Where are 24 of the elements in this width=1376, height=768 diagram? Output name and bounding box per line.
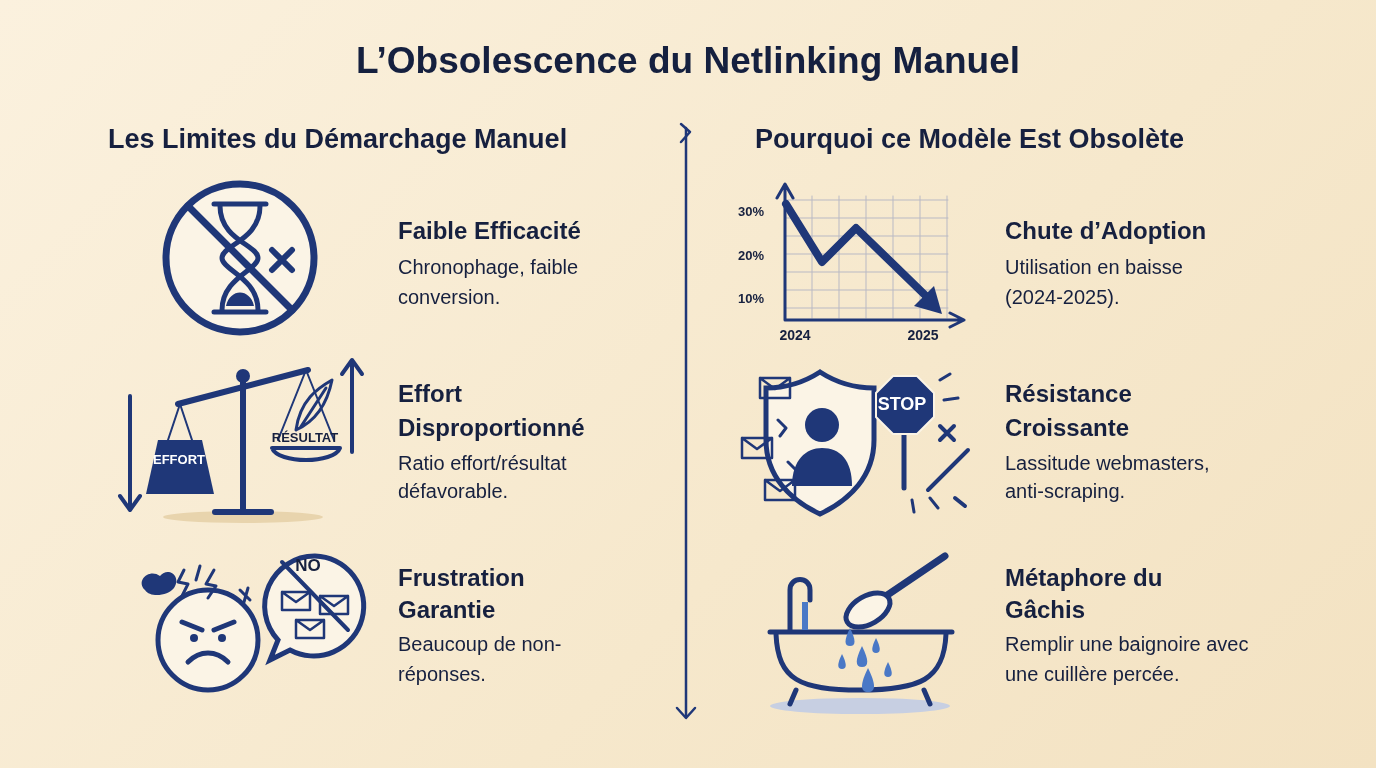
axis-tick-label: 10% [738,291,766,307]
item-description: Ratio effort/résultat défavorable. [398,451,568,504]
section-heading: Les Limites du Démarchage Manuel [108,123,569,156]
axis-tick-label: 30% [738,204,766,220]
bubble-label: NO [294,556,322,576]
item-title: Effort Disproportionné [398,379,586,443]
item-description: Remplir une baignoire avec une cuillère percée. [1005,632,1250,687]
sign-label: STOP [876,394,928,414]
item-title: Chute d’Adoption [1005,216,1208,246]
pan-label: RÉSULTAT [270,430,340,446]
item-description: Beaucoup de non-réponses. [398,632,563,687]
axis-tick-label: 2024 [778,327,812,343]
page-title: L’Obsolescence du Netlinking Manuel [354,40,1022,82]
axis-tick-label: 2025 [906,327,940,343]
item-title: Résistance Croissante [1005,379,1133,443]
item-description: Lassitude webmasters, anti-scraping. [1005,451,1211,504]
item-description: Chronophage, faible conversion. [398,255,580,310]
axis-tick-label: 20% [738,248,766,264]
item-description: Utilisation en baisse (2024-2025). [1005,255,1184,310]
item-title: Faible Efficacité [398,216,582,246]
item-title: Métaphore du Gâchis [1005,563,1164,625]
item-title: Frustration Garantie [398,563,526,625]
section-heading: Pourquoi ce Modèle Est Obsolète [755,123,1186,156]
weight-label: EFFORT [152,452,206,468]
